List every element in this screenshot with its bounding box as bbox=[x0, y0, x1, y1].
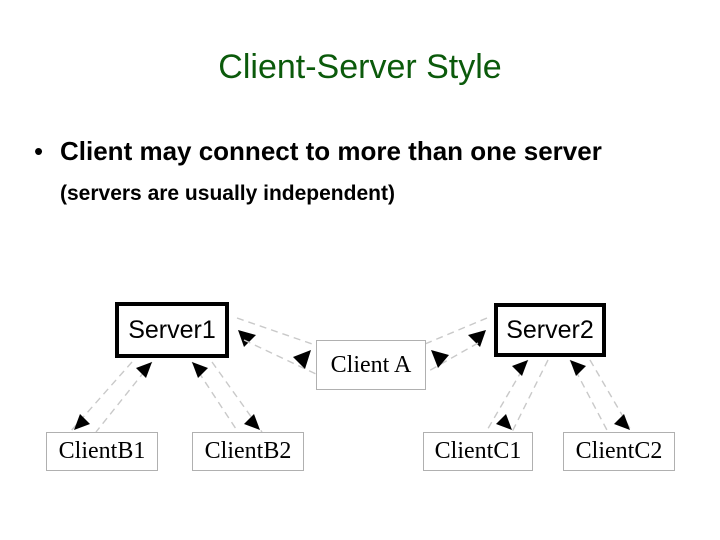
arrow-head-icon bbox=[431, 350, 449, 368]
edge-server1-clientA bbox=[236, 317, 319, 375]
node-label: Server2 bbox=[506, 315, 594, 344]
arrow-head-icon bbox=[192, 362, 208, 378]
node-label: ClientC1 bbox=[434, 438, 522, 464]
arrow-head-icon bbox=[244, 414, 260, 430]
arrow-head-icon bbox=[512, 360, 528, 376]
diagram-node-client-c2[interactable]: ClientC2 bbox=[563, 432, 675, 471]
arrow-head-icon bbox=[468, 330, 486, 347]
arrow-head-icon bbox=[238, 330, 256, 347]
bullet-list: • Client may connect to more than one se… bbox=[34, 131, 686, 214]
diagram-node-client-b1[interactable]: ClientB1 bbox=[46, 432, 158, 471]
page-title: Client-Server Style bbox=[218, 48, 502, 86]
node-label: Client A bbox=[330, 351, 412, 378]
edge-server2-clientC1 bbox=[485, 359, 549, 433]
arrow-head-icon bbox=[136, 362, 152, 378]
edge-server1-clientB2 bbox=[191, 361, 263, 433]
diagram-node-client-b2[interactable]: ClientB2 bbox=[192, 432, 304, 471]
list-item: • Client may connect to more than one se… bbox=[34, 131, 686, 214]
arrow-head-icon bbox=[74, 414, 90, 430]
arrow-head-icon bbox=[293, 350, 311, 369]
arrow-head-icon bbox=[496, 414, 512, 430]
bullet-item-text: Client may connect to more than one serv… bbox=[60, 131, 686, 214]
bullet-parenthetical-text: (servers are usually independent) bbox=[60, 182, 395, 205]
diagram-node-client-c1[interactable]: ClientC1 bbox=[423, 432, 533, 471]
node-label: ClientB1 bbox=[58, 438, 146, 464]
node-label: ClientB2 bbox=[204, 438, 292, 464]
node-label: Server1 bbox=[128, 315, 216, 344]
diagram-node-server2[interactable]: Server2 bbox=[494, 303, 606, 357]
arrow-head-icon bbox=[614, 414, 630, 430]
arrow-head-icon bbox=[570, 360, 586, 376]
node-label: ClientC2 bbox=[575, 438, 663, 464]
bullet-main-text: Client may connect to more than one serv… bbox=[60, 136, 602, 166]
edge-server1-clientB1 bbox=[69, 361, 153, 433]
edge-server2-clientA bbox=[424, 317, 488, 373]
diagram-node-client-a[interactable]: Client A bbox=[316, 340, 426, 390]
edge-server2-clientC2 bbox=[569, 359, 633, 433]
diagram-node-server1[interactable]: Server1 bbox=[115, 302, 229, 358]
bullet-marker-icon: • bbox=[34, 136, 44, 166]
